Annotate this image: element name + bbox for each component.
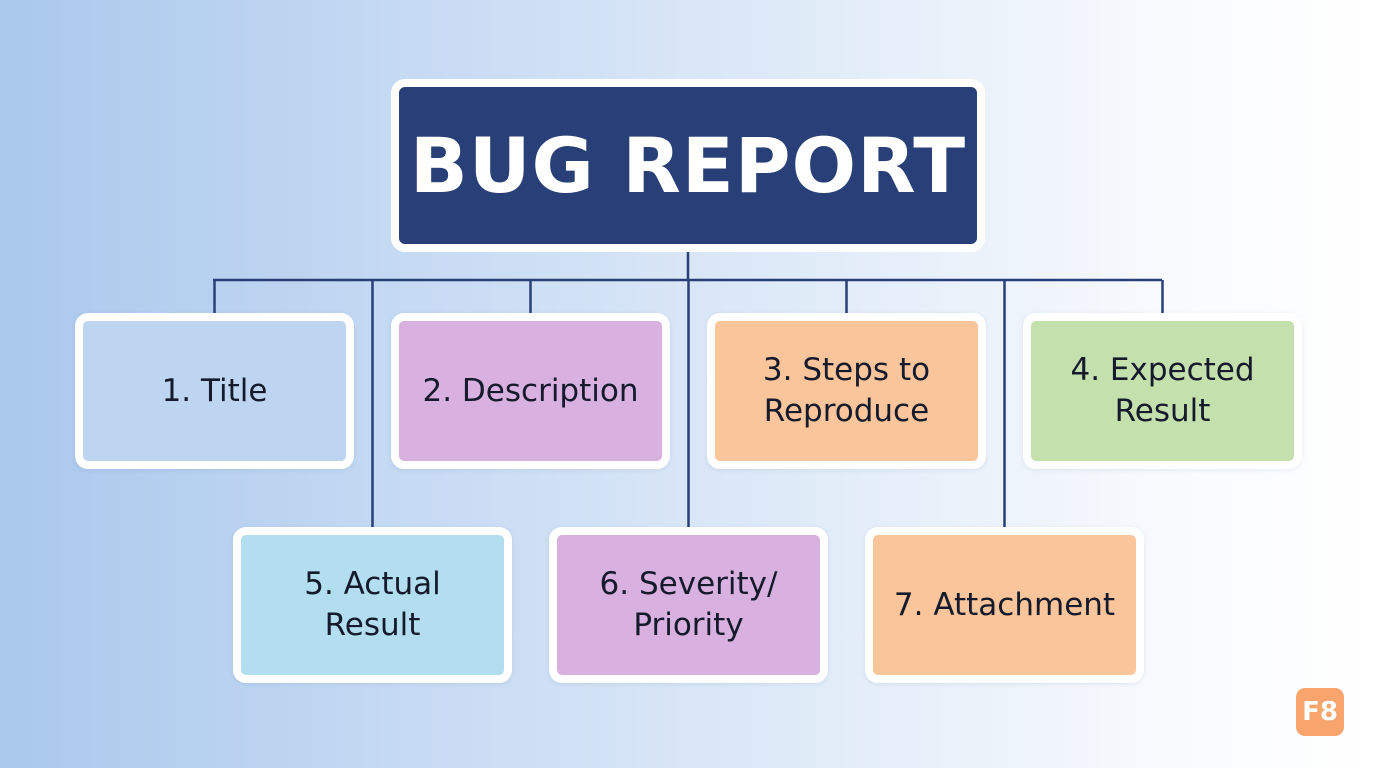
node-severity-priority: 6. Severity/Priority bbox=[549, 527, 828, 683]
node-attachment: 7. Attachment bbox=[865, 527, 1144, 683]
node-description: 2. Description bbox=[391, 313, 670, 469]
bug-report-title: BUG REPORT bbox=[391, 79, 985, 252]
f8-logo-badge: F8 bbox=[1296, 688, 1344, 736]
node-title: 1. Title bbox=[75, 313, 354, 469]
